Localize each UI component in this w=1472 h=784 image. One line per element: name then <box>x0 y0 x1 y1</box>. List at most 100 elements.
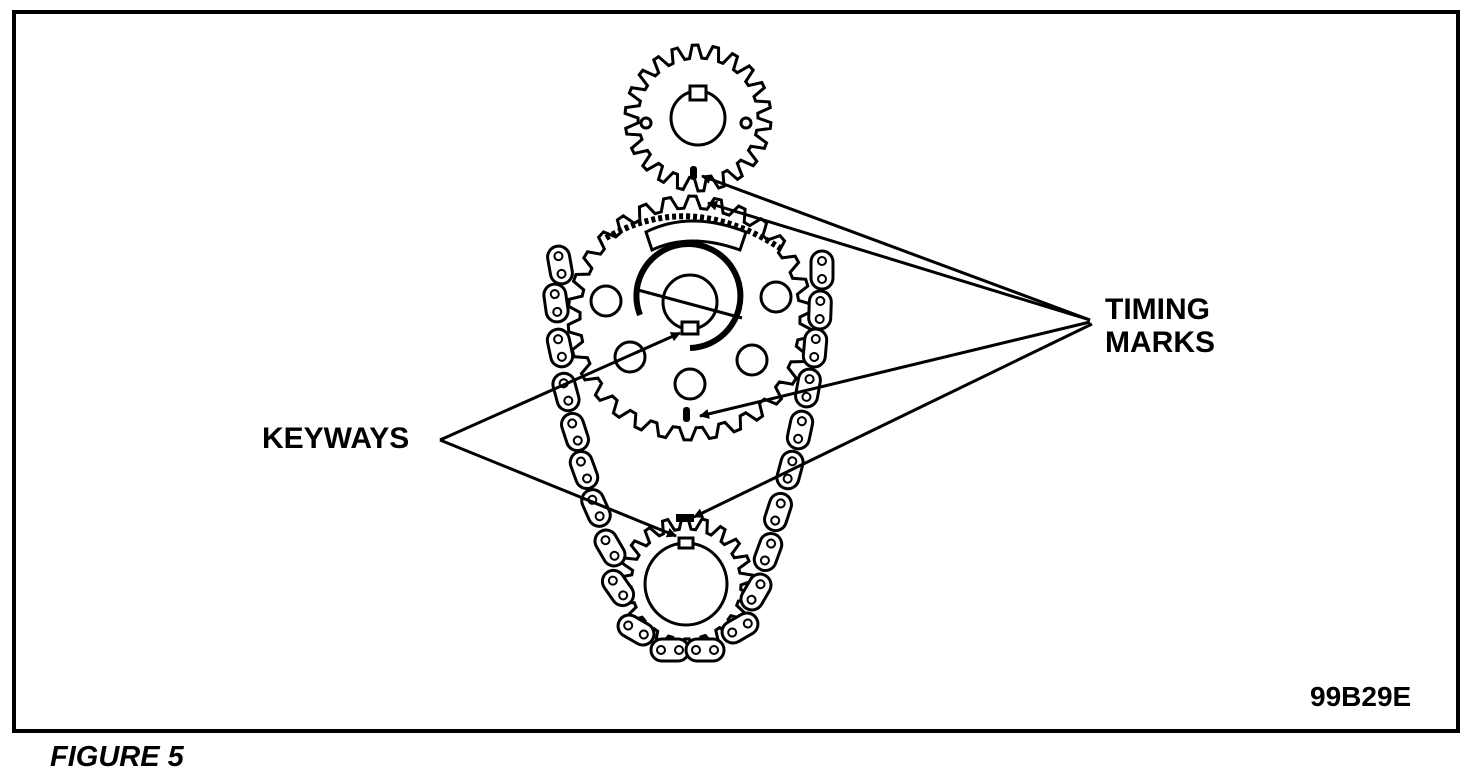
chain-link-pin-b <box>638 629 649 640</box>
cam-sprocket-hole-1 <box>589 284 623 318</box>
chain-link-14 <box>739 572 773 612</box>
chain-link-pin-a <box>746 594 757 605</box>
chain-link-20 <box>801 327 829 369</box>
chain-link-pin-a <box>814 313 825 324</box>
crank-sprocket-timing-mark <box>676 514 694 522</box>
chain-link-plate <box>542 282 570 324</box>
chain-link-plate <box>568 449 600 491</box>
chain-link-plate <box>752 531 784 573</box>
arrow-timing-top <box>701 174 1091 322</box>
chain-link-11 <box>649 637 691 663</box>
chain-link-pin-b <box>796 416 807 427</box>
chain-link-plate <box>684 637 726 663</box>
chain-link-pin-a <box>553 334 564 345</box>
arrow-keyway-cam <box>439 331 681 442</box>
chain-link-pin-a <box>607 575 618 586</box>
chain-link-13 <box>720 611 760 645</box>
crank-sprocket-bore <box>643 541 729 627</box>
chain-link-18 <box>785 409 815 451</box>
chain-link-pin-a <box>549 289 560 300</box>
cam-sprocket-hole-5 <box>673 367 707 401</box>
cam-sprocket-slot <box>644 219 748 253</box>
cam-sprocket-hole-2 <box>759 280 793 314</box>
chain-link-pin-b <box>766 538 777 549</box>
chain-link-plate <box>763 491 793 533</box>
chain-link-5 <box>560 411 590 453</box>
chain-link-pin-a <box>801 391 812 402</box>
chain-link-22 <box>809 249 835 291</box>
small-top-sprocket <box>623 43 773 193</box>
top-sprocket-hole-right <box>739 116 753 130</box>
chain-link-pin-a <box>809 351 820 362</box>
chain-link-pin-b <box>609 550 620 561</box>
chain-link-4 <box>551 371 581 413</box>
chain-link-10 <box>616 613 656 647</box>
cam-sprocket-hole-3 <box>613 340 647 374</box>
chain-link-pin-a <box>770 515 781 526</box>
chain-link-pin-b <box>572 435 583 446</box>
chain-link-pin-b <box>742 618 753 629</box>
chain-link-pin-a <box>727 627 738 638</box>
chain-link-9 <box>600 568 636 608</box>
chain-link-pin-a <box>817 274 827 284</box>
chain-link-pin-b <box>552 306 563 317</box>
cam-sprocket-timing-mark <box>683 407 690 422</box>
figure-code: 99B29E <box>1310 681 1412 712</box>
chain-link-plate <box>785 409 815 451</box>
chain-link-6 <box>568 449 600 491</box>
chain-link-pin-a <box>600 535 611 546</box>
cam-sprocket-hub-line <box>637 288 743 320</box>
chain-link-plate <box>546 244 574 286</box>
cam-sprocket-hole-4 <box>735 343 769 377</box>
chain-link-pin-a <box>782 473 793 484</box>
crankshaft-sprocket <box>617 515 755 653</box>
chain-link-1 <box>546 244 574 286</box>
chain-link-plate <box>809 249 835 291</box>
chain-link-3 <box>545 327 575 369</box>
chain-link-16 <box>763 491 793 533</box>
chain-link-21 <box>807 289 833 331</box>
chain-link-pin-b <box>594 511 605 522</box>
chain-link-19 <box>794 367 822 409</box>
arrow-timing-cam <box>699 320 1091 419</box>
callout-arrows <box>439 174 1093 538</box>
chain-link-pin-a <box>691 645 701 655</box>
chain-link-pin-b <box>775 498 786 509</box>
chain-link-pin-b <box>618 590 629 601</box>
chain-link-pin-a <box>623 620 634 631</box>
chain-link-15 <box>752 531 784 573</box>
top-sprocket-keyway <box>688 84 708 102</box>
chain-link-pin-b <box>787 456 798 467</box>
top-sprocket-hole-left <box>639 116 653 130</box>
chain-link-pin-a <box>567 418 578 429</box>
chain-link-pin-b <box>815 296 826 307</box>
chain-link-plate <box>801 327 829 369</box>
chain-link-pin-b <box>817 256 827 266</box>
arrow-timing-upper <box>707 200 1091 322</box>
camshaft-sprocket <box>566 194 814 442</box>
timing-chain <box>542 244 835 663</box>
chain-link-pin-a <box>553 251 564 262</box>
chain-link-2 <box>542 282 570 324</box>
chain-link-pin-a <box>793 433 804 444</box>
chain-link-pin-a <box>759 555 770 566</box>
chain-link-pin-a <box>575 456 586 467</box>
timing-marks-label: TIMING MARKS <box>1105 293 1215 359</box>
chain-link-plate <box>560 411 590 453</box>
chain-link-plate <box>807 289 833 331</box>
arrow-keyway-crank <box>439 438 677 538</box>
chain-link-8 <box>593 528 627 568</box>
cam-sprocket-keyway <box>680 320 700 336</box>
chain-link-pin-b <box>582 473 593 484</box>
diagram-border <box>12 10 1460 733</box>
crank-sprocket-keyway <box>677 536 695 550</box>
chain-link-pin-b <box>674 645 684 655</box>
cam-sprocket-dashed-arc <box>604 213 782 251</box>
chain-link-pin-b <box>563 395 574 406</box>
timing-mark-details <box>676 166 697 522</box>
chain-link-pin-b <box>709 645 719 655</box>
figure-caption: FIGURE 5 <box>50 741 184 773</box>
timing-marks-label-line1: TIMING <box>1105 293 1210 326</box>
chain-link-pin-b <box>755 579 766 590</box>
